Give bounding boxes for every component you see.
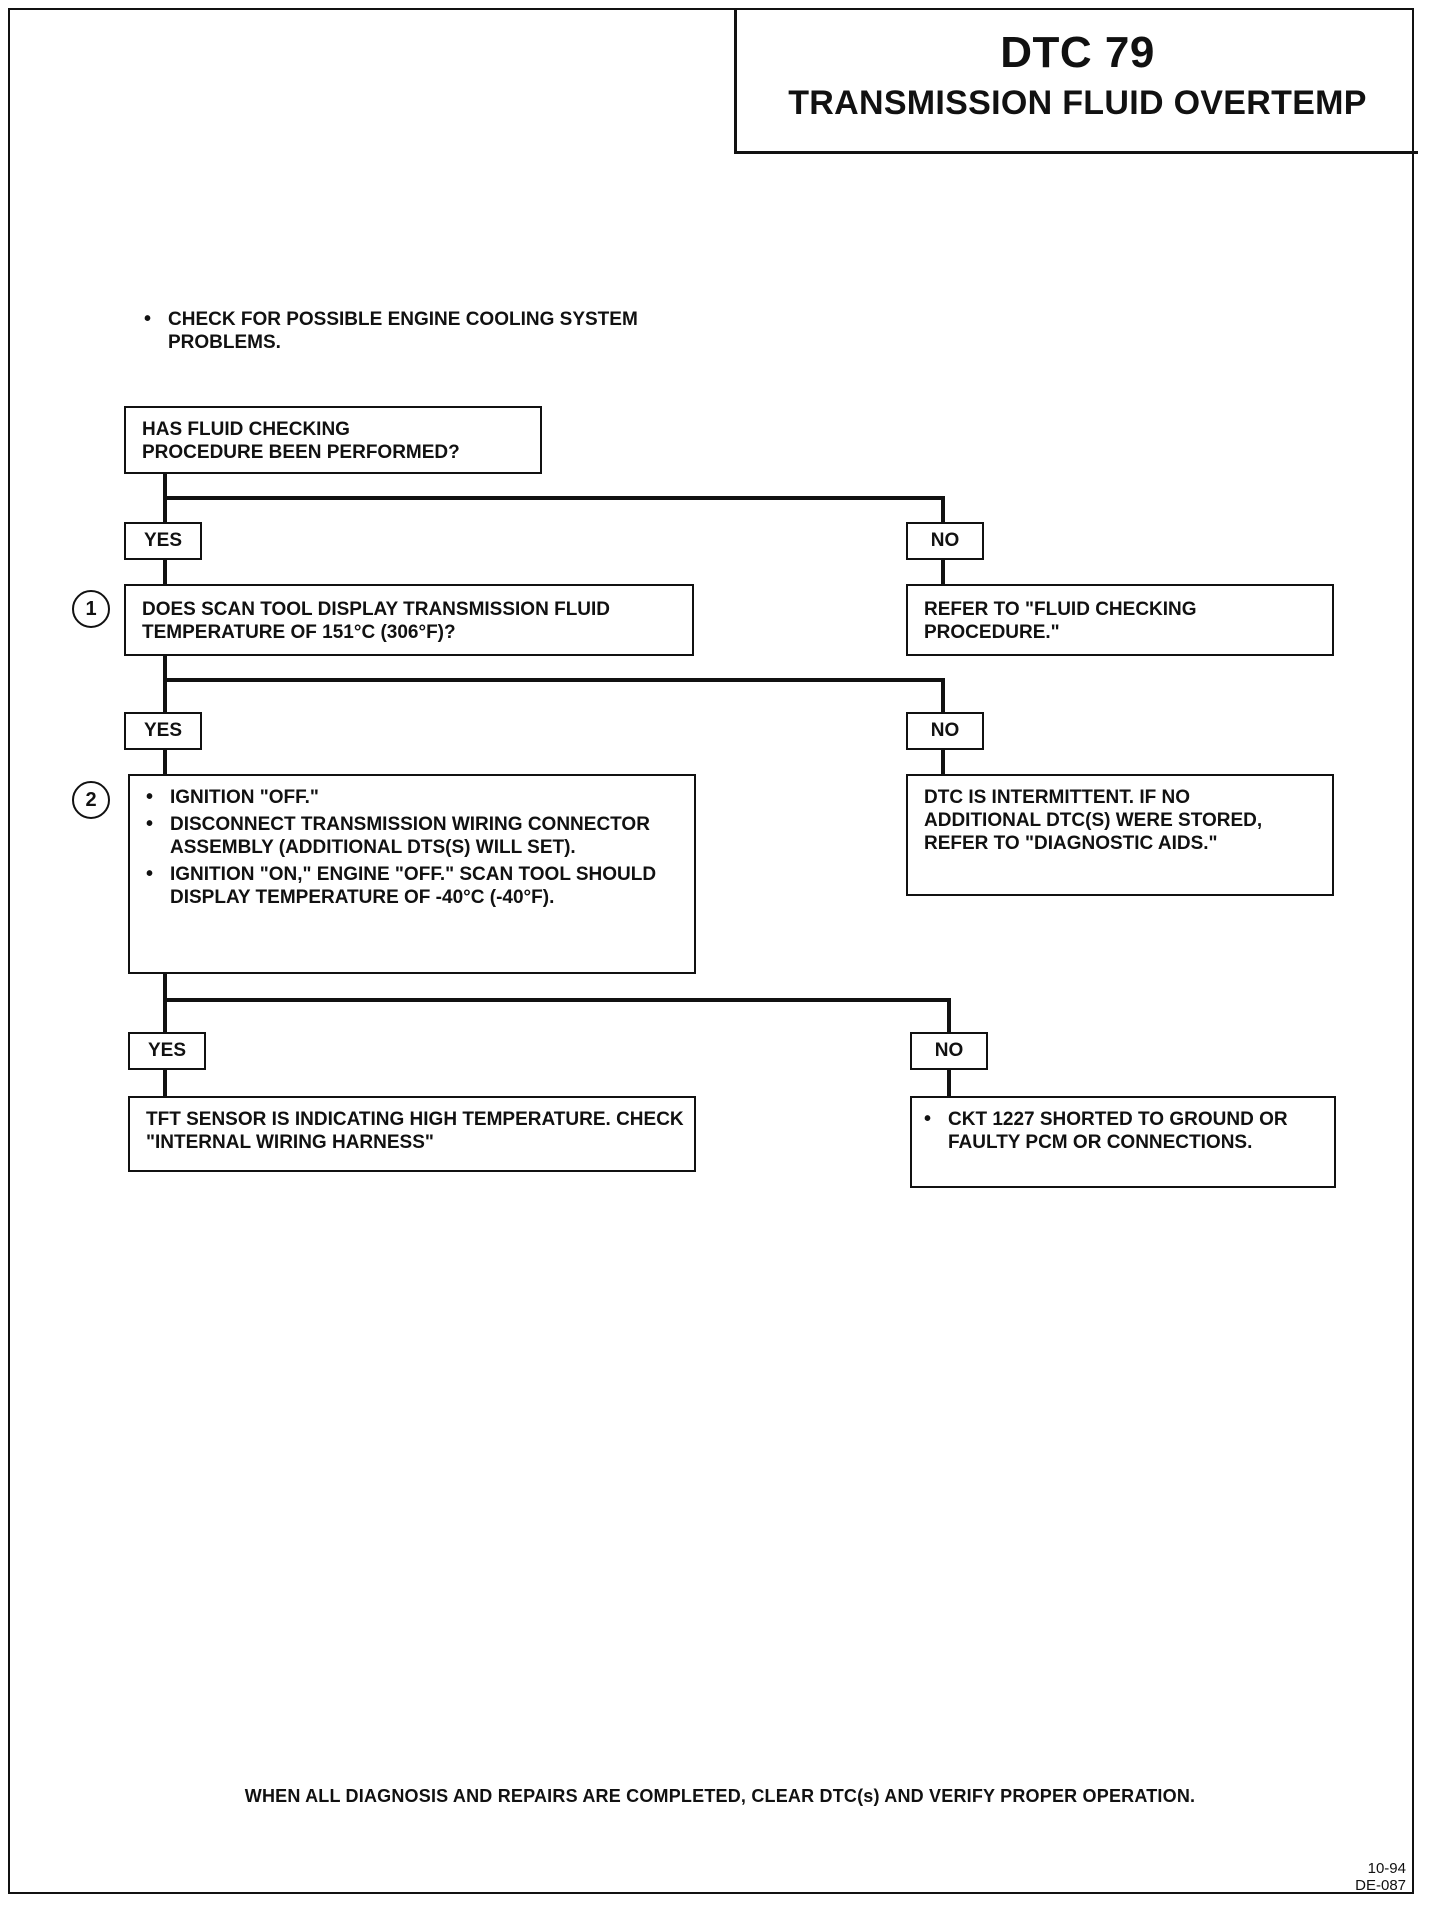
step-number-2: 2 [72, 781, 110, 819]
yes-label: YES [124, 712, 202, 750]
connector [163, 678, 945, 682]
yes-label: YES [128, 1032, 206, 1070]
connector [941, 496, 945, 524]
connector [163, 560, 167, 586]
step2-item: IGNITION "ON," ENGINE "OFF." SCAN TOOL S… [136, 863, 676, 909]
short-to-ground-result-box: CKT 1227 SHORTED TO GROUND OR FAULTY PCM… [910, 1096, 1336, 1188]
no-label: NO [906, 712, 984, 750]
no-label: NO [906, 522, 984, 560]
step2-item: IGNITION "OFF." [136, 786, 676, 809]
fluid-check-refer-box: REFER TO "FLUID CHECKING PROCEDURE." [906, 584, 1334, 656]
connector [163, 974, 167, 1034]
doc-code: DE-087 [1355, 1877, 1406, 1894]
fluid-check-refer-text: REFER TO "FLUID CHECKING PROCEDURE." [924, 599, 1197, 643]
page-border [8, 8, 1414, 1894]
connector [941, 750, 945, 776]
connector [163, 750, 167, 776]
footer-instruction: WHEN ALL DIAGNOSIS AND REPAIRS ARE COMPL… [244, 1786, 1196, 1806]
intermittent-result-text: DTC IS INTERMITTENT. IF NO ADDITIONAL DT… [924, 787, 1263, 854]
fluid-check-question-text: HAS FLUID CHECKING PROCEDURE BEEN PERFOR… [142, 419, 460, 463]
date-code: 10-94 [1367, 1860, 1406, 1877]
connector [163, 1070, 167, 1098]
connector [941, 678, 945, 714]
step1-question-text: DOES SCAN TOOL DISPLAY TRANSMISSION FLUI… [142, 599, 611, 643]
step-number-1: 1 [72, 590, 110, 628]
page-subtitle: TRANSMISSION FLUID OVERTEMP [788, 84, 1367, 122]
connector [163, 998, 951, 1002]
connector [947, 998, 951, 1034]
document-code: 10-94 DE-087 [1355, 1860, 1406, 1894]
connector [941, 560, 945, 586]
yes-label: YES [124, 522, 202, 560]
connector [947, 1070, 951, 1098]
connector [163, 656, 167, 714]
tft-sensor-result-text: TFT SENSOR IS INDICATING HIGH TEMPERATUR… [146, 1109, 684, 1153]
intro-note: CHECK FOR POSSIBLE ENGINE COOLING SYSTEM… [134, 308, 654, 358]
page-title: DTC 79 [1000, 28, 1155, 77]
step2-instructions-box: IGNITION "OFF." DISCONNECT TRANSMISSION … [128, 774, 696, 974]
fluid-check-question-box: HAS FLUID CHECKING PROCEDURE BEEN PERFOR… [124, 406, 542, 474]
tft-sensor-result-box: TFT SENSOR IS INDICATING HIGH TEMPERATUR… [128, 1096, 696, 1172]
no-label: NO [910, 1032, 988, 1070]
title-box: DTC 79 TRANSMISSION FLUID OVERTEMP [734, 8, 1418, 154]
intermittent-result-box: DTC IS INTERMITTENT. IF NO ADDITIONAL DT… [906, 774, 1334, 896]
step2-item: DISCONNECT TRANSMISSION WIRING CONNECTOR… [136, 813, 676, 859]
step1-question-box: DOES SCAN TOOL DISPLAY TRANSMISSION FLUI… [124, 584, 694, 656]
intro-note-text: CHECK FOR POSSIBLE ENGINE COOLING SYSTEM… [134, 308, 654, 354]
short-to-ground-result-text: CKT 1227 SHORTED TO GROUND OR FAULTY PCM… [914, 1108, 1314, 1154]
connector [163, 496, 945, 500]
